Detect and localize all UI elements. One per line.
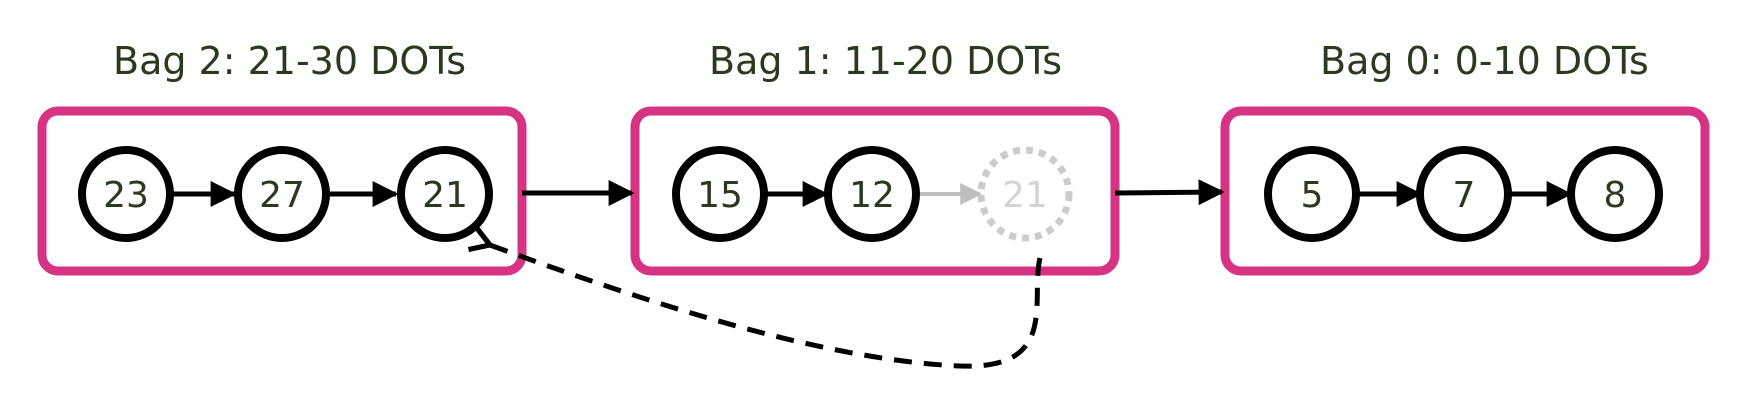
node-label: 23 <box>103 175 149 216</box>
node-label: 12 <box>849 175 895 216</box>
bag-1-to-bag-0-arrow <box>1114 179 1225 206</box>
node-label: 21 <box>1002 175 1048 216</box>
bag-0-title: Bag 0: 0-10 DOTs <box>1320 39 1649 83</box>
node-label: 7 <box>1453 175 1476 216</box>
node-label: 8 <box>1604 175 1627 216</box>
bag-0-node-2: 7 <box>1416 146 1512 242</box>
bag-1-node-1: 15 <box>672 146 768 242</box>
bag-0-node-1: 5 <box>1264 146 1360 242</box>
node-label: 27 <box>259 175 305 216</box>
bag-1-node-2: 12 <box>824 146 920 242</box>
bag-2-node-3: 21 <box>397 146 493 242</box>
bag-1-node-ghost: 21 <box>977 146 1073 242</box>
node-label: 5 <box>1301 175 1324 216</box>
bag-2-node-2: 27 <box>234 146 330 242</box>
node-label: 21 <box>422 175 468 216</box>
move-back-dashed-arrow <box>490 245 1043 369</box>
bag-2-node-1: 23 <box>78 146 174 242</box>
bag-0-node-3: 8 <box>1567 146 1663 242</box>
bag-2-title: Bag 2: 21-30 DOTs <box>113 39 466 83</box>
bag-1-title: Bag 1: 11-20 DOTs <box>709 39 1062 83</box>
node-label: 15 <box>697 175 743 216</box>
